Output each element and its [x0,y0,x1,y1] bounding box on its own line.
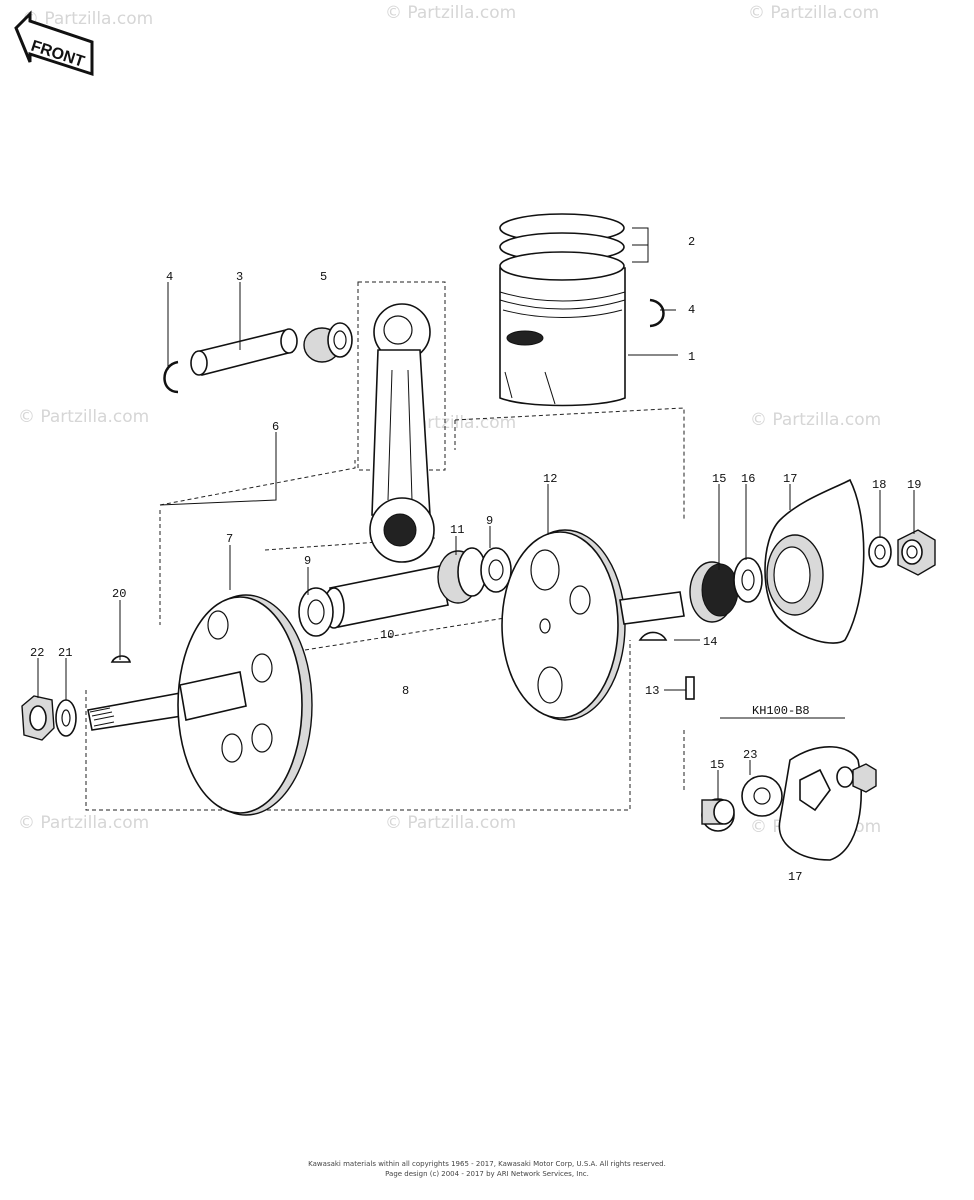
leader-lines [37,227,915,800]
key-left [110,655,132,663]
callout-18: 18 [872,478,886,492]
watermark-text: © Partzilla.com [18,407,149,427]
callout-20: 20 [112,587,126,601]
piston-pin [190,328,298,376]
callout-labels: 1 2 3 4 4 5 6 7 8 9 9 10 11 12 13 14 15 … [30,235,921,884]
copyright-line: Page design (c) 2004 - 2017 by ARI Netwo… [385,1170,589,1178]
callout-15: 15 [712,472,726,486]
dowel-pin [685,676,695,700]
callout-2: 2 [688,235,695,249]
callout-6: 6 [272,420,279,434]
copyright-line: Kawasaki materials within all copyrights… [308,1160,666,1168]
inset-assembly [701,746,877,861]
callout-7: 7 [226,532,233,546]
callout-8: 8 [402,684,409,698]
big-end-bearing [437,547,487,604]
callout-14: 14 [703,635,717,649]
diagram-code: KH100-B8 [752,704,810,718]
woodruff-key [638,631,668,641]
callout-17: 17 [783,472,797,486]
right-crank-flywheel [501,529,685,721]
watermark-text: © Partzilla.com [750,410,881,430]
collar [733,557,763,603]
callout-4: 4 [166,270,173,284]
watermark-text: © Partzilla.com [385,813,516,833]
callout-9: 9 [486,514,493,528]
left-crank-flywheel [87,594,313,816]
callout-3: 3 [236,270,243,284]
rotary-valve-disc [764,478,865,644]
watermark-text: © Partzilla.com [18,813,149,833]
callout-15: 15 [710,758,724,772]
piston-rings [499,213,625,281]
callout-16: 16 [741,472,755,486]
washer-left [55,699,77,737]
crank-pin [323,565,449,629]
watermark-text: © Partzilla.com [748,3,879,23]
thrust-washer [298,547,512,637]
rotary-valve-bearing [689,561,739,623]
watermark-text: © Partzilla.com [385,3,516,23]
callout-4: 4 [688,303,695,317]
callout-1: 1 [688,350,695,364]
callout-19: 19 [907,478,921,492]
piston [499,267,626,407]
callout-17: 17 [788,870,802,884]
circlip [163,298,665,394]
nut-left [21,695,55,741]
callout-23: 23 [743,748,757,762]
watermark-text: © Partzilla.com [22,9,153,29]
washer [868,536,892,568]
callout-11: 11 [450,523,464,537]
callout-10: 10 [380,628,394,642]
callout-22: 22 [30,646,44,660]
callout-12: 12 [543,472,557,486]
callout-5: 5 [320,270,327,284]
assembly-outline [85,281,845,811]
callout-9: 9 [304,554,311,568]
callout-13: 13 [645,684,659,698]
nut-right [897,529,936,576]
small-end-bearing [303,322,353,363]
callout-21: 21 [58,646,72,660]
connecting-rod [369,303,435,563]
